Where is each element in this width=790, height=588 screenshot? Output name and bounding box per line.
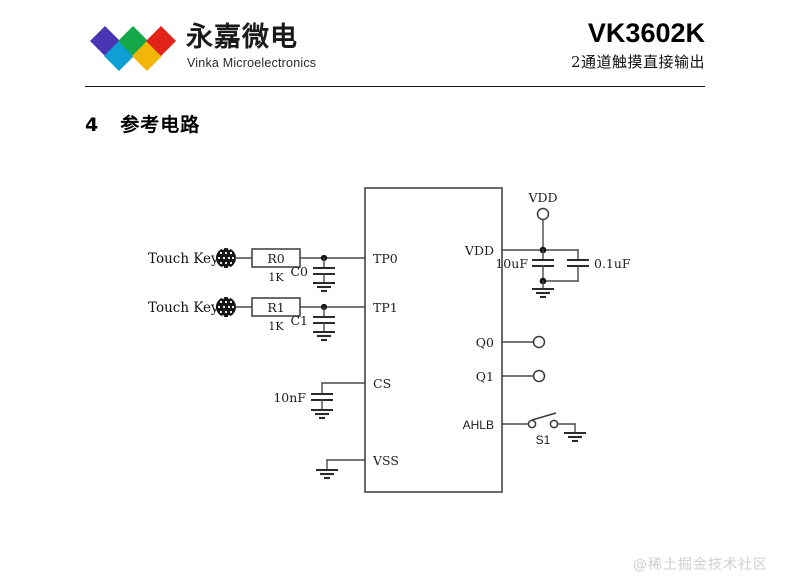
part-number: VK3602K [587,18,705,48]
section-number: 4 [85,114,99,136]
logo-diamonds-icon [90,26,176,71]
label-r0-value: 1K [268,271,284,284]
label-r1: R1 [267,300,284,315]
chip-body [364,187,503,493]
pin-label-vdd: VDD [464,243,494,258]
ahlb-switch-network [501,412,586,443]
section-heading: 4 参考电路 [85,110,200,137]
page-header: 永嘉微电 Vinka Microelectronics VK3602K 2通道触… [0,0,790,92]
channel-tp1 [216,297,366,342]
label-bypass-cap: 0.1uF [594,256,631,271]
pin-label-tp0: TP0 [373,251,398,266]
pin-label-cs: CS [373,376,391,391]
label-c1: C1 [290,313,308,328]
output-q0 [501,335,546,349]
label-vdd-rail: VDD [527,190,557,205]
label-bulk-cap: 10uF [495,256,528,271]
label-touch-key-0: Touch Key [148,251,219,267]
pin-label-vss: VSS [372,453,399,468]
part-subtitle: 2通道触摸直接输出 [570,53,705,71]
vss-ground [316,459,366,480]
switch-lever [531,412,557,421]
pin-label-q0: Q0 [476,335,494,350]
section-title: 参考电路 [120,114,201,136]
label-cs-cap-value: 10nF [273,390,306,405]
label-r1-value: 1K [268,320,284,333]
reference-circuit-diagram: Touch Key Touch Key R0 1K R1 1K C0 C1 10… [0,150,790,530]
company-name-cn: 永嘉微电 [186,22,298,53]
schematic-svg: Touch Key Touch Key R0 1K R1 1K C0 C1 10… [148,187,631,493]
label-r0: R0 [267,251,284,266]
part-title-block: VK3602K 2通道触摸直接输出 [571,18,705,73]
switch-contact-right [549,419,559,429]
touch-pad-texture-1 [217,297,235,317]
switch-contact-left [527,419,537,429]
q1-terminal [532,369,546,383]
label-s1: S1 [536,433,551,447]
header-divider [85,86,705,87]
pin-label-q1: Q1 [476,369,494,384]
pin-label-ahlb: AHLB [463,418,494,432]
vdd-terminal [536,207,550,221]
output-q1 [501,369,546,383]
label-touch-key-1: Touch Key [148,300,219,316]
company-name-en: Vinka Microelectronics [187,56,317,70]
channel-tp0 [216,248,366,293]
touch-pad-texture-0 [217,248,235,268]
company-logo: 永嘉微电 Vinka Microelectronics [88,22,318,80]
watermark: @稀土掘金技术社区 [633,557,768,573]
cs-network [311,382,366,420]
label-c0: C0 [290,264,308,279]
pin-label-tp1: TP1 [373,300,398,315]
q0-terminal [532,335,546,349]
vdd-supply-network [501,207,589,299]
